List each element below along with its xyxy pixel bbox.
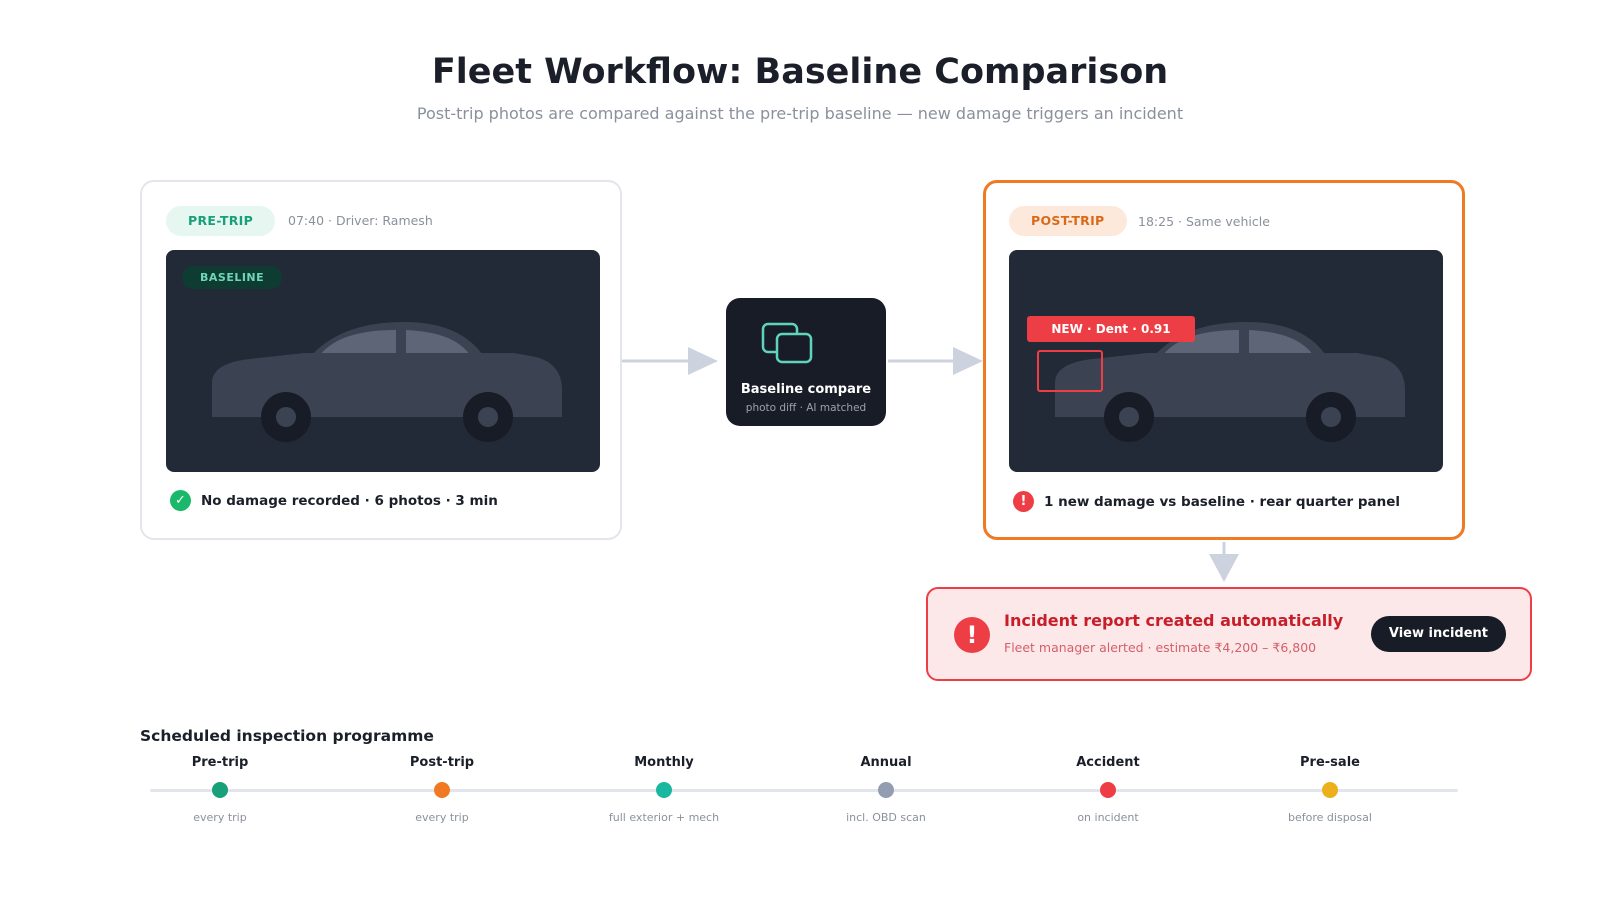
post-trip-meta: 18:25 · Same vehicle xyxy=(1138,214,1270,229)
post-trip-card: POST-TRIP 18:25 · Same vehicle NEW · Den… xyxy=(983,180,1465,540)
damage-bounding-box[interactable] xyxy=(1037,350,1103,392)
step-dot xyxy=(656,782,672,798)
check-circle-icon: ✓ xyxy=(170,490,191,511)
step-note: before disposal xyxy=(1288,811,1372,824)
alert-circle-icon: ! xyxy=(1013,491,1034,512)
pre-trip-status-text: No damage recorded · 6 photos · 3 min xyxy=(201,492,498,509)
post-trip-status-text: 1 new damage vs baseline · rear quarter … xyxy=(1044,493,1401,510)
pre-trip-photo[interactable]: BASELINE xyxy=(166,250,600,472)
alert-icon: ! xyxy=(954,617,990,653)
step-name: Annual xyxy=(860,755,912,770)
compare-label: Baseline compare xyxy=(740,382,872,397)
baseline-tag: BASELINE xyxy=(182,266,283,289)
step-dot xyxy=(212,782,228,798)
step-name: Accident xyxy=(1076,755,1140,770)
step-dot xyxy=(1100,782,1116,798)
step-note: incl. OBD scan xyxy=(846,811,926,824)
step-dot xyxy=(1322,782,1338,798)
step-name: Pre-trip xyxy=(191,755,249,770)
pre-trip-meta: 07:40 · Driver: Ramesh xyxy=(288,213,433,228)
layers-compare-icon xyxy=(761,322,813,364)
pre-trip-status: ✓ No damage recorded · 6 photos · 3 min xyxy=(170,490,498,511)
incident-banner: ! Incident report created automatically … xyxy=(926,587,1532,681)
step-note: every trip xyxy=(193,811,247,824)
schedule-timeline xyxy=(150,789,1458,792)
baseline-compare-node: Baseline compare photo diff · AI matched xyxy=(726,298,886,426)
step-name: Pre-sale xyxy=(1300,755,1360,770)
step-note: every trip xyxy=(415,811,469,824)
arrowhead-icon xyxy=(688,347,718,375)
pre-trip-badge: PRE-TRIP xyxy=(166,206,276,236)
car-icon xyxy=(1055,322,1405,442)
car-icon xyxy=(212,322,562,442)
view-incident-button[interactable]: View incident xyxy=(1370,616,1506,652)
step-name: Monthly xyxy=(634,755,694,770)
new-damage-tag: NEW · Dent · 0.91 xyxy=(1027,316,1195,342)
incident-title: Incident report created automatically xyxy=(1004,611,1344,630)
incident-detail: Fleet manager alerted · estimate ₹4,200 … xyxy=(1004,640,1317,655)
arrowhead-icon xyxy=(953,347,983,375)
step-note: full exterior + mech xyxy=(608,811,720,824)
compare-sub: photo diff · AI matched xyxy=(745,402,867,414)
post-trip-status: ! 1 new damage vs baseline · rear quarte… xyxy=(1013,491,1400,512)
step-dot xyxy=(878,782,894,798)
page-subtitle: Post-trip photos are compared against th… xyxy=(416,104,1184,123)
post-trip-badge: POST-TRIP xyxy=(1009,206,1127,236)
arrowhead-icon xyxy=(1209,554,1239,582)
step-name: Post-trip xyxy=(409,755,475,770)
schedule-title: Scheduled inspection programme xyxy=(140,727,434,745)
page-title: Fleet Workflow: Baseline Comparison xyxy=(431,52,1169,92)
step-note: on incident xyxy=(1077,811,1139,824)
post-trip-photo[interactable]: NEW · Dent · 0.91 xyxy=(1009,250,1443,472)
step-dot xyxy=(434,782,450,798)
pre-trip-card: PRE-TRIP 07:40 · Driver: Ramesh BASELINE… xyxy=(140,180,622,540)
